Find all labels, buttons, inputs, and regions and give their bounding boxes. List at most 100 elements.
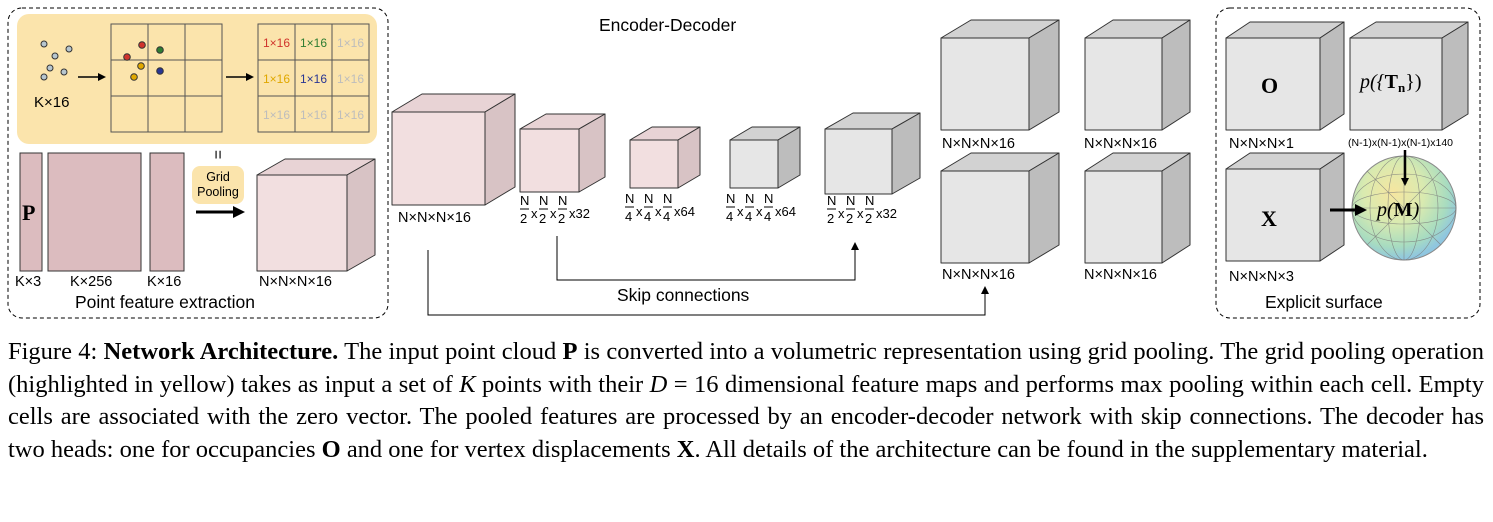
- svg-text:x32: x32: [569, 206, 590, 221]
- svg-text:x: x: [737, 204, 744, 219]
- svg-text:N: N: [745, 191, 754, 206]
- panel-k16: [149, 152, 185, 272]
- encoder-label-1: N×N×N×16: [398, 210, 471, 226]
- grid-pooling-line2: Pooling: [197, 185, 239, 199]
- grid-pooling-tag: [192, 166, 244, 204]
- caption-label: Figure 4:: [8, 338, 98, 365]
- svg-text:2: 2: [558, 211, 565, 226]
- mesh-sphere: [1351, 155, 1457, 261]
- svg-text:4: 4: [663, 209, 670, 224]
- svg-text:4: 4: [745, 209, 752, 224]
- caption-text-2: is converted into a volumetric represent…: [8, 338, 1485, 398]
- svg-text:2: 2: [827, 211, 834, 226]
- svg-text:2: 2: [865, 211, 872, 226]
- x-symbol: X: [1261, 206, 1277, 231]
- pooled-grid: [257, 23, 370, 133]
- svg-text:x64: x64: [775, 204, 796, 219]
- point-feature-title: Point feature extraction: [75, 292, 255, 312]
- pooled-cell-label: 1×16: [300, 72, 327, 86]
- cube-encoder-3: [629, 126, 701, 189]
- skip-connection-inner: [556, 236, 859, 281]
- p-symbol: P: [22, 200, 35, 225]
- colored-points: [123, 41, 164, 81]
- svg-text:x: x: [636, 204, 643, 219]
- head-bottom-label-2: N×N×N×16: [1084, 267, 1157, 283]
- svg-text:x: x: [838, 206, 845, 221]
- decoder-label-2: N 2 x N 2 x N 2 x32: [827, 193, 897, 226]
- caption-title: Network Architecture.: [103, 338, 339, 365]
- caption-text-3: points with their: [475, 370, 650, 398]
- svg-text:N: N: [846, 193, 855, 208]
- head-top-label-2: N×N×N×16: [1084, 136, 1157, 152]
- o-label: N×N×N×1: [1229, 136, 1294, 152]
- svg-text:x32: x32: [876, 206, 897, 221]
- encoder-label-2: N 2 x N 2 x N 2 x32: [520, 193, 590, 226]
- skip-connections-label: Skip connections: [617, 285, 750, 305]
- grid-pooling-inset: [17, 14, 377, 144]
- cube-pooled-volume: [256, 158, 376, 272]
- point-feature-box: [7, 7, 389, 319]
- points-label: K×16: [34, 94, 69, 111]
- pooled-cell-label: 1×16: [337, 36, 364, 50]
- m-expression: p(M): [1375, 199, 1420, 221]
- explicit-surface-box: [1215, 7, 1481, 319]
- svg-text:N: N: [663, 191, 672, 206]
- svg-text:4: 4: [644, 209, 651, 224]
- caption-d: D: [649, 370, 668, 398]
- x-label: N×N×N×3: [1229, 269, 1294, 285]
- svg-text:N: N: [625, 191, 634, 206]
- pooled-cell-label: 1×16: [263, 108, 290, 122]
- svg-text:4: 4: [625, 209, 632, 224]
- input-points: [40, 40, 73, 81]
- svg-text:2: 2: [846, 211, 853, 226]
- pooled-cell-label: 1×16: [263, 72, 290, 86]
- svg-text:x64: x64: [674, 204, 695, 219]
- svg-text:N: N: [644, 191, 653, 206]
- svg-text:2: 2: [539, 211, 546, 226]
- points-grid: [110, 23, 223, 133]
- cube-decoder-2: [824, 112, 921, 195]
- svg-text:x: x: [550, 206, 557, 221]
- pooled-cell-label: 1×16: [300, 36, 327, 50]
- cube-occupancy-head-1: [940, 19, 1060, 131]
- pooled-cell-label: 1×16: [263, 36, 290, 50]
- svg-text:4: 4: [726, 209, 733, 224]
- svg-text:x: x: [857, 206, 864, 221]
- cube-decoder-1: [729, 126, 801, 189]
- head-top-label-1: N×N×N×16: [942, 136, 1015, 152]
- explicit-surface-title: Explicit surface: [1265, 292, 1383, 312]
- pooled-cell-label: 1×16: [300, 108, 327, 122]
- cube-displacement-head-1: [940, 152, 1060, 264]
- cube-encoder-2: [519, 113, 606, 193]
- caption-text-1: The input point cloud: [338, 338, 563, 365]
- cube-displacement-head-2: [1084, 152, 1191, 264]
- pooled-volume-label: N×N×N×16: [259, 274, 332, 290]
- head-bottom-label-1: N×N×N×16: [942, 267, 1015, 283]
- cube-t: [1349, 21, 1469, 131]
- cube-encoder-1: [391, 93, 516, 206]
- svg-text:2: 2: [520, 211, 527, 226]
- svg-text:N: N: [726, 191, 735, 206]
- svg-text:N: N: [558, 193, 567, 208]
- caption-p: P: [562, 338, 578, 365]
- pooled-cell-label: 1×16: [337, 108, 364, 122]
- svg-text:N: N: [539, 193, 548, 208]
- cube-o: [1225, 21, 1345, 131]
- panel-k256: [47, 152, 142, 272]
- o-symbol: O: [1261, 73, 1278, 98]
- caption-text-5: and one for vertex displacements: [340, 435, 677, 463]
- encoder-decoder-title: Encoder-Decoder: [599, 15, 736, 35]
- panel-k3: [19, 152, 43, 272]
- caption-text-6: . All details of the architecture can be…: [694, 435, 1428, 463]
- label-k3: K×3: [15, 274, 41, 290]
- svg-text:4: 4: [764, 209, 771, 224]
- svg-text:N: N: [520, 193, 529, 208]
- svg-text:N: N: [865, 193, 874, 208]
- caption-k: K: [459, 370, 476, 398]
- cube-x: [1225, 152, 1345, 262]
- decoder-label-1: N 4 x N 4 x N 4 x64: [726, 191, 796, 224]
- caption-x: X: [676, 435, 695, 463]
- figure-caption: Figure 4: Network Architecture. The inpu…: [8, 336, 1484, 466]
- encoder-label-3: N 4 x N 4 x N 4 x64: [625, 191, 695, 224]
